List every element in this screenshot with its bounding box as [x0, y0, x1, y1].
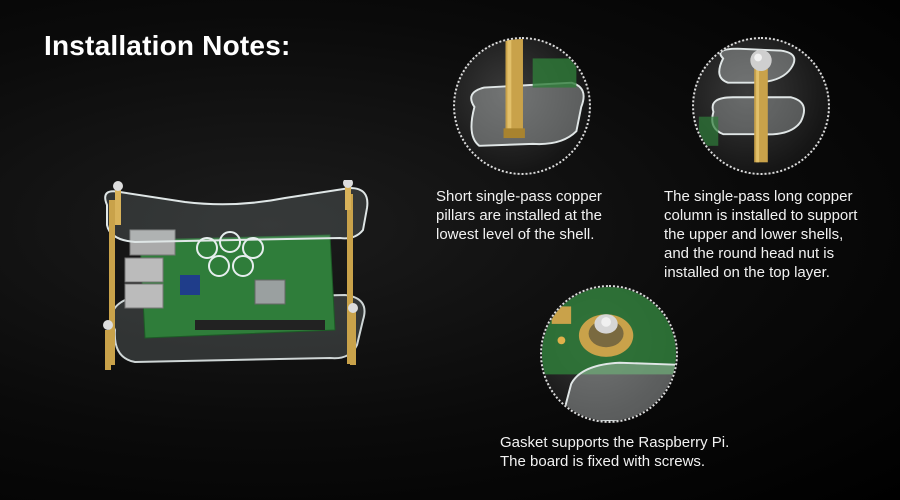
- note-gasket: Gasket supports the Raspberry Pi. The bo…: [500, 434, 730, 470]
- detail-long-column-photo: [692, 37, 830, 175]
- note-short-pillar: Short single-pass copper pillars are ins…: [436, 188, 602, 243]
- note-long-column: The single-pass long copper column is in…: [664, 188, 858, 281]
- case-product-photo: [95, 178, 380, 380]
- detail-gasket-screw-photo: [540, 285, 678, 423]
- page-title: Installation Notes:: [44, 30, 291, 61]
- detail-short-pillar-photo: [453, 37, 591, 175]
- case-illustration: [103, 178, 369, 370]
